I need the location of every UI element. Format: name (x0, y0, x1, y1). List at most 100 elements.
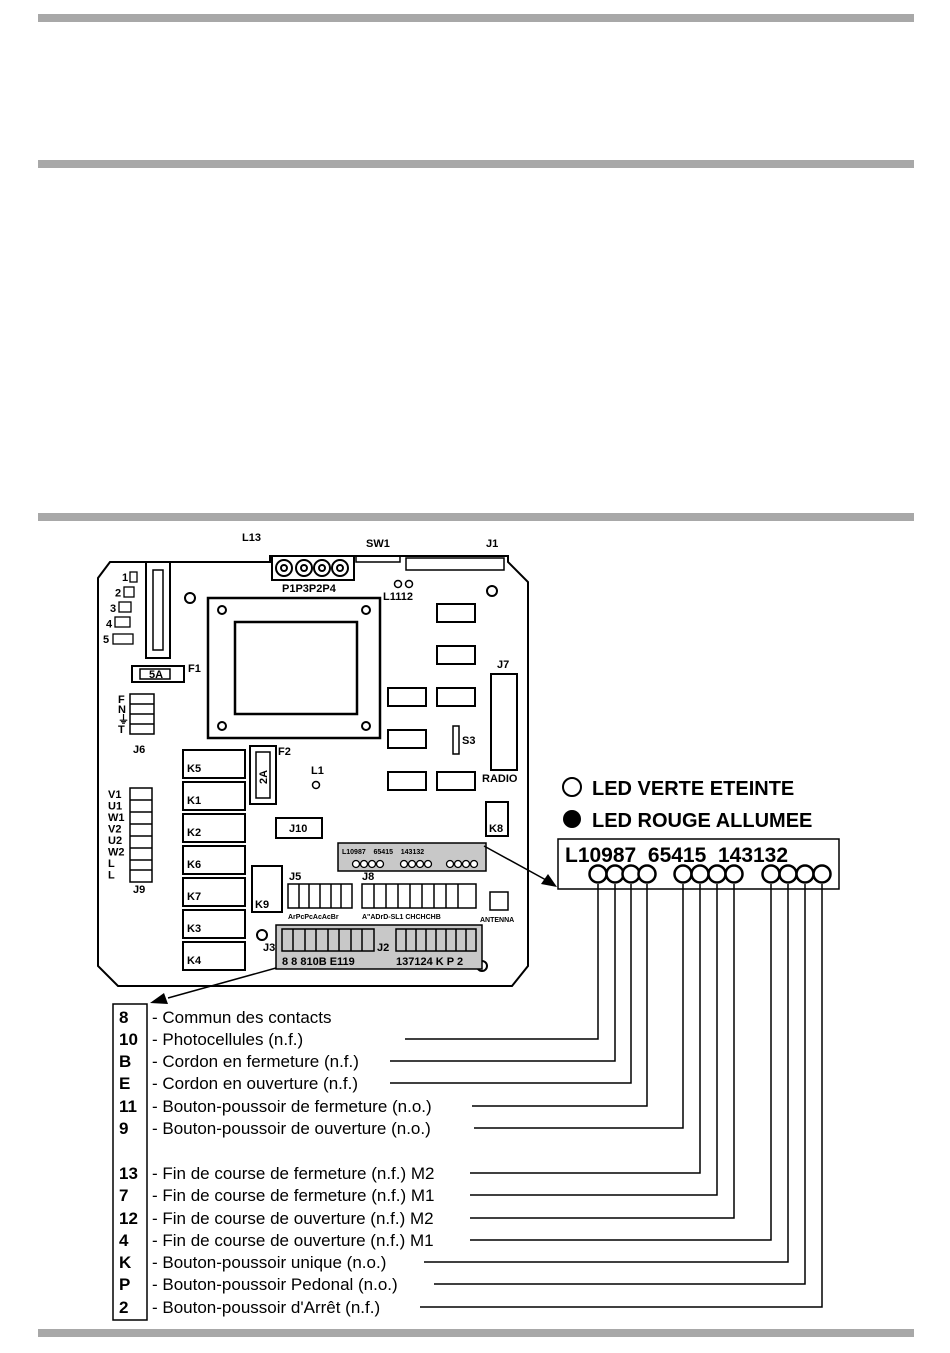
label-l1: L1 (311, 765, 324, 777)
label-k1: K1 (187, 795, 201, 807)
j9-pin-label: W2 (108, 847, 125, 859)
leader-line (434, 884, 806, 1285)
j9-pin-label: L (108, 870, 115, 882)
j9-pin-label: V2 (108, 824, 121, 836)
label-f2: F2 (278, 746, 291, 758)
label-j1: J1 (486, 538, 498, 550)
bottom-rule (38, 1329, 914, 1337)
j9-pin-label: U2 (108, 835, 122, 847)
leader-line (470, 884, 772, 1241)
switch-number: 1 (122, 572, 128, 584)
label-j3-pins: 8 8 810B E119 (282, 956, 355, 968)
j9-pin-label: V1 (108, 789, 121, 801)
label-l1112: L1112 (383, 591, 413, 603)
leader-line (420, 884, 823, 1308)
label-j5: J5 (289, 871, 301, 883)
label-k9: K9 (255, 899, 269, 911)
leader-line (424, 884, 789, 1263)
label-j2: J2 (377, 942, 389, 954)
label-j8: J8 (362, 871, 374, 883)
label-j5-pins: ArPcPcAcAcBr (288, 914, 339, 921)
terminal-key: B (119, 1052, 131, 1071)
terminal-description: - Cordon en fermeture (n.f.) (152, 1052, 359, 1071)
leader-line (470, 884, 735, 1219)
terminal-key: 8 (119, 1008, 128, 1027)
label-j9: J9 (133, 884, 145, 896)
terminal-description: - Fin de course de fermeture (n.f.) M2 (152, 1164, 435, 1183)
label-radio: RADIO (482, 773, 518, 785)
label-k3: K3 (187, 923, 201, 935)
board-labels: L13 SW1 J1 P1P3P2P4 L1112 F1 5A J6 F2 2A… (133, 532, 518, 968)
legend-green-off: LED VERTE ETEINTE (592, 778, 794, 800)
led-strip-leds (588, 864, 832, 884)
switch-number: 3 (110, 603, 116, 615)
label-k4: K4 (187, 955, 202, 967)
j6-pin-label: ⏚ (118, 713, 129, 726)
terminal-key: 2 (119, 1298, 128, 1317)
terminal-key: P (119, 1275, 130, 1294)
label-s3: S3 (462, 735, 475, 747)
j6-pin-labels: FN⏚T (118, 694, 129, 736)
terminal-description: - Cordon en ouverture (n.f.) (152, 1074, 358, 1093)
label-j8-pins: A"ADrD-SL1 CHCHCHB (362, 914, 441, 921)
zoom-arrow-head (541, 874, 557, 887)
j9-pin-label: U1 (108, 801, 122, 813)
leader-line (470, 884, 701, 1174)
leader-line (472, 884, 648, 1107)
terminal-description: - Commun des contacts (152, 1008, 332, 1027)
j6-pin-label: F (118, 694, 125, 706)
switch-number: 5 (103, 634, 109, 646)
led-strip-label: L10987 65415 143132 (565, 844, 788, 867)
label-k5: K5 (187, 763, 201, 775)
label-board-led: L10987 65415 143132 (342, 849, 424, 856)
terminal-key: 13 (119, 1164, 138, 1183)
leader-line (405, 884, 599, 1040)
board-outline (97, 555, 529, 987)
label-k8: K8 (489, 823, 503, 835)
red-led-on-icon (563, 810, 581, 828)
transformer-core (233, 620, 359, 716)
terminal-key: 9 (119, 1119, 128, 1138)
transformer (206, 596, 382, 740)
terminal-description: - Bouton-poussoir d'Arrêt (n.f.) (152, 1298, 380, 1317)
switch-number: 4 (106, 619, 113, 631)
terminal-key: 11 (119, 1097, 137, 1116)
label-p-connector: P1P3P2P4 (282, 583, 337, 595)
terminal-arrow-head (150, 993, 168, 1004)
j9-pin-label: W1 (108, 812, 125, 824)
label-j3: J3 (263, 942, 275, 954)
label-sw1: SW1 (366, 538, 390, 550)
terminal-description: - Fin de course de ouverture (n.f.) M1 (152, 1231, 434, 1250)
top-rule (38, 14, 914, 22)
terminal-description: - Fin de course de fermeture (n.f.) M1 (152, 1186, 435, 1205)
terminal-description: - Bouton-poussoir Pedonal (n.o.) (152, 1275, 398, 1294)
terminal-description: - Bouton-poussoir de fermeture (n.o.) (152, 1097, 432, 1116)
j3-j2-terminal-block (275, 924, 483, 970)
label-k6: K6 (187, 859, 201, 871)
leader-line (390, 884, 616, 1062)
label-f1: F1 (188, 663, 201, 675)
terminal-description: - Bouton-poussoir de ouverture (n.o.) (152, 1119, 431, 1138)
label-l13: L13 (242, 532, 261, 544)
label-f1-value: 5A (149, 669, 163, 681)
terminal-description: - Photocellules (n.f.) (152, 1030, 303, 1049)
terminal-key: E (119, 1074, 130, 1093)
terminal-description: - Bouton-poussoir unique (n.o.) (152, 1253, 386, 1272)
label-f2-value: 2A (258, 770, 270, 784)
control-board (97, 555, 529, 987)
label-j6: J6 (133, 744, 145, 756)
terminal-key: 12 (119, 1209, 138, 1228)
leader-line (470, 884, 718, 1196)
leader-lines (390, 884, 823, 1308)
j6-pin-label: N (118, 704, 126, 716)
terminal-description: - Fin de course de ouverture (n.f.) M2 (152, 1209, 434, 1228)
label-k7: K7 (187, 891, 201, 903)
legend-red-on: LED ROUGE ALLUMEE (592, 810, 812, 832)
terminal-key: 4 (119, 1231, 129, 1250)
third-rule (38, 513, 914, 521)
j9-pin-label: L (108, 858, 115, 870)
